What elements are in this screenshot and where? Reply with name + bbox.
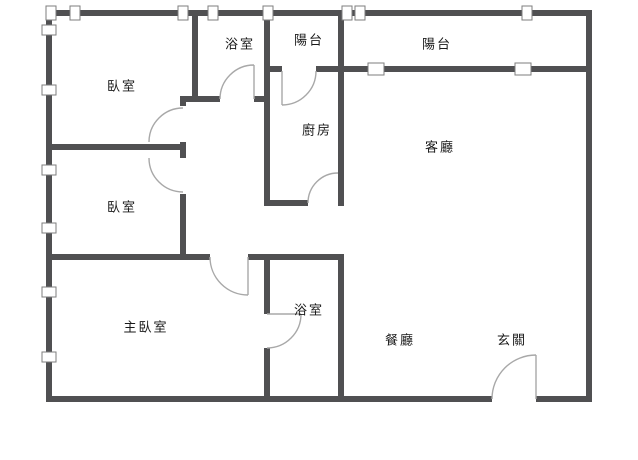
wall-bathroom-bottom-right <box>338 254 344 402</box>
room-label-dining-room: 餐廳 <box>384 332 416 348</box>
window-marker <box>41 286 57 298</box>
window-marker <box>354 5 366 21</box>
window-markers <box>41 5 533 363</box>
wall-master-top-a <box>46 254 210 260</box>
door-arc-master-bedroom <box>209 256 249 296</box>
wall-bedrooms-horizontal <box>46 144 186 150</box>
room-label-master-bedroom: 主臥室 <box>123 319 169 335</box>
window-marker <box>177 5 189 21</box>
wall-balcony-bottom-b <box>316 66 586 72</box>
room-label-bedroom-middle: 臥室 <box>106 199 138 215</box>
door-arc-bedroom-top <box>148 107 184 143</box>
window-marker <box>41 351 57 363</box>
room-label-bathroom-top: 浴室 <box>224 36 256 52</box>
wall-left <box>46 10 52 402</box>
window-marker <box>341 5 353 21</box>
window-marker <box>521 5 533 21</box>
room-label-balcony-right: 陽台 <box>421 36 453 52</box>
door-arcs <box>148 64 537 400</box>
wall-bathroom-top-bottom-a <box>180 96 220 102</box>
door-arc-entrance <box>491 354 537 400</box>
window-marker <box>41 164 57 176</box>
room-label-bathroom-bottom: 浴室 <box>293 302 325 318</box>
door-arc-bathroom-bottom <box>266 313 302 349</box>
interior-walls <box>46 10 586 402</box>
door-arc-bedroom-middle <box>148 157 184 193</box>
wall-kitchen-right <box>338 10 344 206</box>
room-label-balcony-middle: 陽台 <box>293 32 325 48</box>
wall-right <box>586 10 592 402</box>
wall-balcony-bottom-a <box>270 66 282 72</box>
window-marker <box>41 84 57 96</box>
window-marker <box>69 5 81 21</box>
door-arc-bathroom-top <box>219 64 255 100</box>
wall-top <box>46 10 592 16</box>
wall-bottom-right-of-entrance <box>536 396 592 402</box>
room-label-foyer: 玄關 <box>496 332 528 348</box>
wall-master-bath-divider-b <box>264 348 270 402</box>
door-arc-kitchen-hall <box>307 172 339 204</box>
wall-bathroom-top-left <box>192 10 198 102</box>
room-label-kitchen: 廚房 <box>301 122 333 138</box>
door-arc-kitchen-balcony <box>281 70 317 106</box>
sliding-door-marker <box>367 62 385 76</box>
wall-kitchen-bottom <box>270 200 308 206</box>
window-marker <box>45 5 57 21</box>
window-marker <box>41 222 57 234</box>
wall-bathroom-top-bottom-b <box>254 96 270 102</box>
wall-bedroom-divider-c <box>180 194 186 260</box>
room-label-living-room: 客廳 <box>424 139 456 155</box>
room-label-bedroom-top: 臥室 <box>106 78 138 94</box>
window-marker <box>262 5 274 21</box>
sliding-door-marker <box>514 62 532 76</box>
wall-kitchen-left <box>264 10 270 206</box>
window-marker <box>41 24 57 36</box>
wall-bedroom-divider-a <box>180 96 186 106</box>
window-marker <box>207 5 219 21</box>
wall-master-bath-divider-a <box>264 254 270 314</box>
wall-master-top-b <box>248 254 344 260</box>
